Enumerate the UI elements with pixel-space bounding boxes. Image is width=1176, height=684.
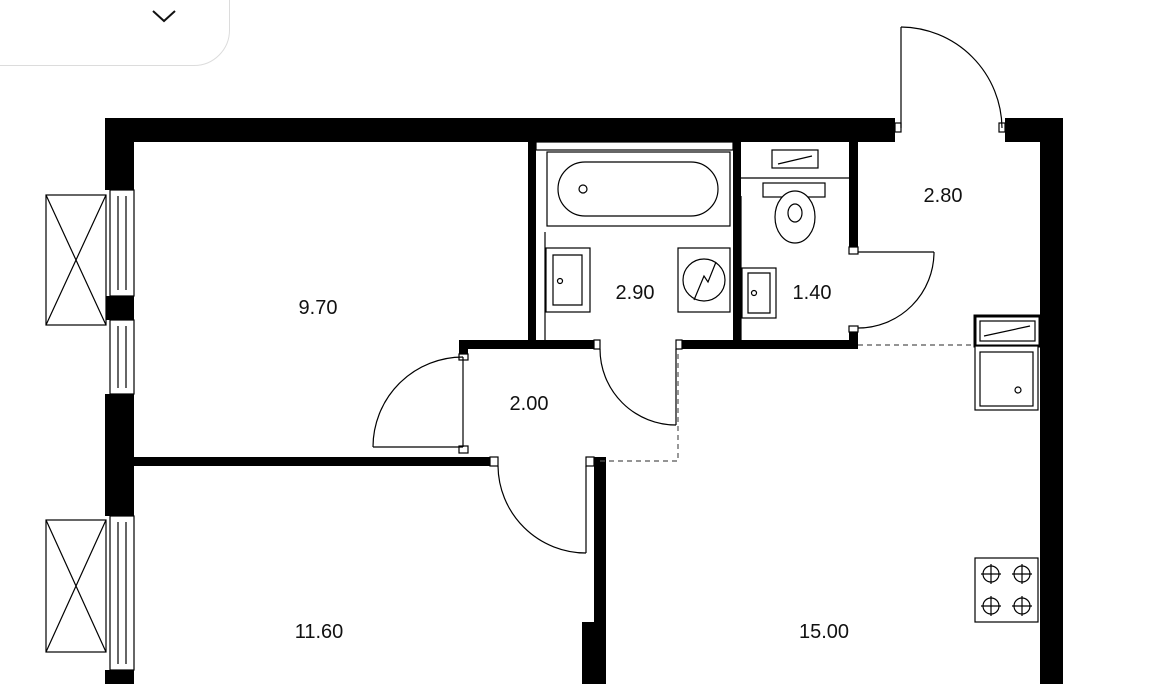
cooktop-burners [981, 564, 1032, 616]
bathroom-fixtures [535, 141, 734, 340]
left-wall-mid [105, 296, 134, 320]
room-area-label: 2.80 [924, 185, 963, 207]
wc-right-wall [849, 142, 858, 247]
right-wall [1040, 118, 1063, 684]
room-area-label: 2.90 [616, 282, 655, 304]
bath-left-wall [528, 142, 536, 346]
window-1 [109, 189, 135, 297]
chevron-down-icon [152, 10, 176, 23]
left-wall-mid2 [105, 394, 134, 516]
left-wall-bottom [105, 670, 134, 684]
wc-fixtures [740, 149, 849, 340]
hall-left-post [459, 340, 468, 358]
kitchen-fixtures [973, 314, 1042, 623]
hall-top-wall-left [459, 340, 594, 349]
room-labels: 9.70 11.60 2.00 2.90 1.40 2.80 15.00 [295, 185, 963, 643]
top-wall [105, 118, 895, 142]
layout-dropdown[interactable] [0, 0, 230, 66]
balconies [45, 194, 107, 653]
wc-door-post [849, 330, 858, 349]
room-area-label: 11.60 [295, 621, 344, 643]
hall-top-wall-right [676, 340, 858, 349]
kitchen-left-wall-ext [582, 622, 606, 684]
walls [105, 118, 1063, 684]
bath-wc-wall [733, 142, 741, 346]
left-wall-top [105, 118, 134, 190]
room-area-label: 1.40 [793, 282, 832, 304]
room-area-label: 9.70 [299, 297, 338, 319]
cooktop [974, 557, 1039, 623]
windows [109, 189, 135, 671]
window-3 [109, 515, 135, 671]
room-area-label: 2.00 [510, 393, 549, 415]
bedroom-divider-wall [134, 457, 498, 466]
doors [372, 26, 1003, 554]
openings [600, 344, 975, 462]
room-area-label: 15.00 [799, 621, 849, 643]
window-2 [109, 319, 135, 395]
